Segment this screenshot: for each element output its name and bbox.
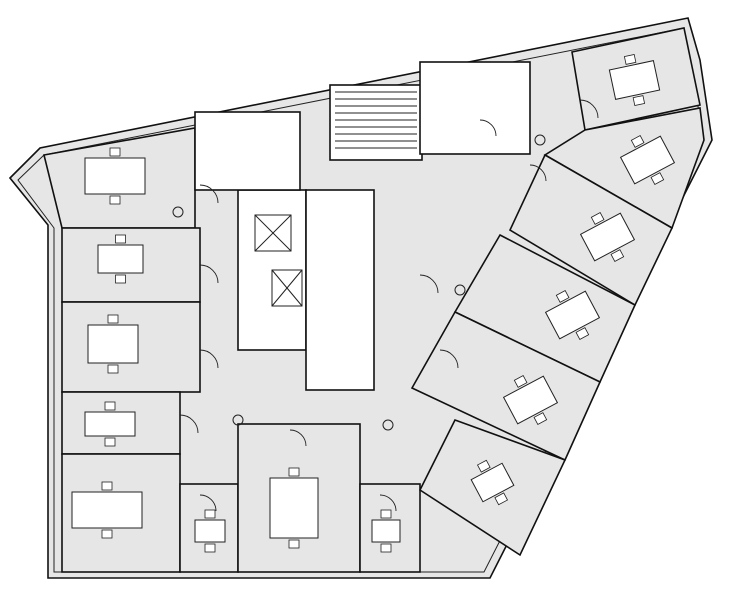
desk — [619, 135, 676, 185]
chair — [555, 290, 570, 303]
desk-group — [579, 212, 636, 262]
chair — [104, 401, 116, 411]
door-swing — [199, 264, 219, 284]
chair — [115, 274, 126, 284]
desk-group — [84, 401, 136, 447]
column — [382, 419, 394, 431]
desk-group — [87, 314, 139, 374]
desk-group — [71, 481, 143, 539]
column — [232, 414, 244, 426]
chair — [109, 195, 121, 205]
elevator-shaft-1 — [254, 214, 292, 252]
elevator-cross — [271, 269, 303, 307]
desk — [371, 519, 401, 543]
desk — [194, 519, 226, 543]
desk-group — [97, 234, 144, 284]
door-swing — [199, 349, 219, 369]
chair — [288, 539, 300, 549]
furniture — [71, 54, 676, 553]
desk — [87, 324, 139, 364]
chair — [204, 509, 216, 519]
door-swing — [419, 274, 439, 294]
door-swing — [199, 494, 217, 512]
chair — [107, 364, 119, 374]
chair — [204, 543, 216, 553]
chair — [109, 147, 121, 157]
door-swing — [179, 414, 199, 434]
chair — [380, 509, 392, 519]
chair — [513, 375, 528, 388]
stair-lobby — [305, 189, 375, 391]
toilet-block-right — [419, 61, 531, 155]
chair — [101, 481, 113, 491]
desk-group — [619, 135, 676, 185]
chair — [610, 249, 625, 262]
chair — [623, 54, 637, 65]
desk-group — [502, 375, 559, 425]
chair — [115, 234, 126, 244]
desk — [84, 411, 136, 437]
door-swing — [579, 99, 599, 119]
chair — [494, 492, 509, 506]
desk-group — [371, 509, 401, 553]
chair — [632, 95, 646, 106]
desk — [97, 244, 144, 274]
column — [454, 284, 466, 296]
door-swing — [379, 494, 397, 512]
chair — [630, 135, 645, 148]
door-swing — [529, 164, 547, 182]
chair — [288, 467, 300, 477]
desk — [502, 375, 559, 425]
door-swing — [289, 429, 307, 447]
chair — [104, 437, 116, 447]
chair — [590, 212, 605, 225]
door-swing — [479, 119, 497, 137]
desk-group — [194, 509, 226, 553]
column — [172, 206, 184, 218]
elevator-shaft-2 — [271, 269, 303, 307]
chair — [533, 412, 548, 425]
elevator-cross — [254, 214, 292, 252]
desk — [84, 157, 146, 195]
chair — [650, 172, 665, 185]
door-swing — [439, 349, 459, 369]
desk-group — [269, 467, 319, 549]
chair — [476, 459, 491, 473]
desk — [544, 290, 601, 340]
desk-group — [544, 290, 601, 340]
office-right-2 — [543, 107, 705, 230]
desk — [579, 212, 636, 262]
desk — [71, 491, 143, 529]
chair — [380, 543, 392, 553]
chair — [101, 529, 113, 539]
stair-treads — [335, 91, 417, 149]
chair — [107, 314, 119, 324]
desk-group — [608, 54, 661, 106]
desk-group — [84, 147, 146, 205]
column — [534, 134, 546, 146]
desk — [470, 462, 515, 503]
stairwell — [329, 84, 423, 161]
desk-group — [470, 459, 515, 506]
chair — [575, 327, 590, 340]
door-swing — [199, 184, 219, 204]
desk — [269, 477, 319, 539]
toilet-block-left — [194, 111, 301, 191]
desk — [608, 60, 661, 100]
doors — [172, 99, 599, 512]
